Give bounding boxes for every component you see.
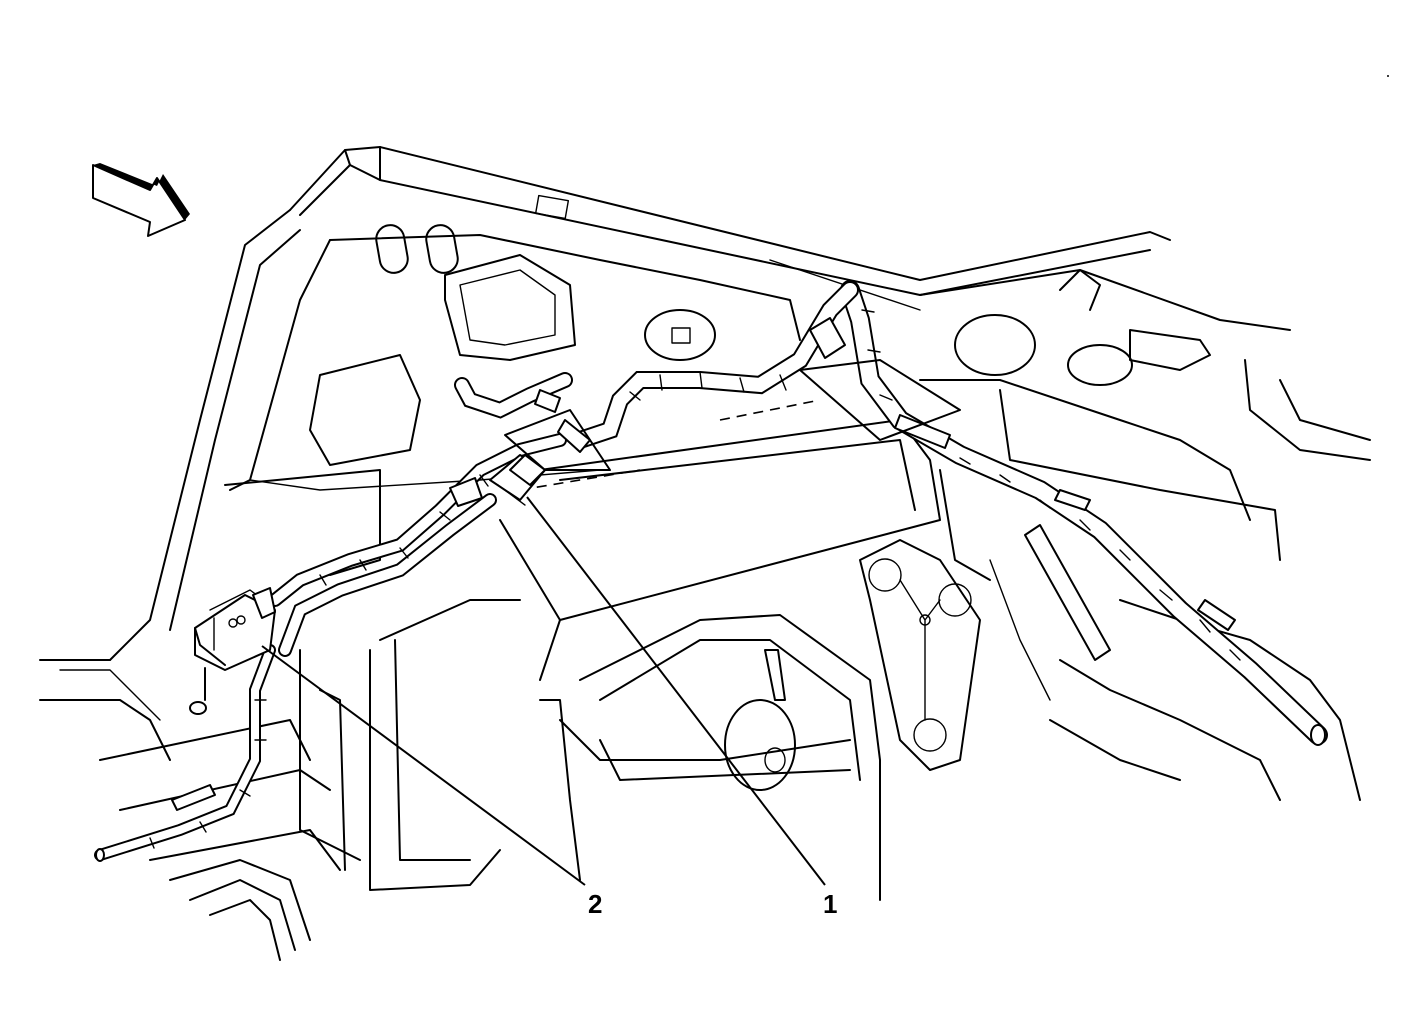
harness-clips	[171, 317, 1236, 811]
routing-guides	[504, 359, 961, 491]
corner-dot	[1387, 75, 1389, 77]
inner-panel	[224, 224, 801, 576]
callout-label-2: 2	[588, 889, 602, 919]
component-1-connector	[489, 454, 546, 506]
callout-label-1: 1	[823, 889, 837, 919]
direction-arrow	[92, 163, 190, 237]
rear-shelf-panel	[289, 146, 1291, 331]
leader-line-1	[526, 496, 826, 886]
leader-line-2	[261, 645, 586, 886]
left-pillar	[39, 209, 331, 721]
right-body-structure	[919, 269, 1371, 801]
leader-lines	[261, 496, 826, 886]
trunk-floor	[299, 419, 981, 901]
component-2-module	[189, 587, 276, 715]
